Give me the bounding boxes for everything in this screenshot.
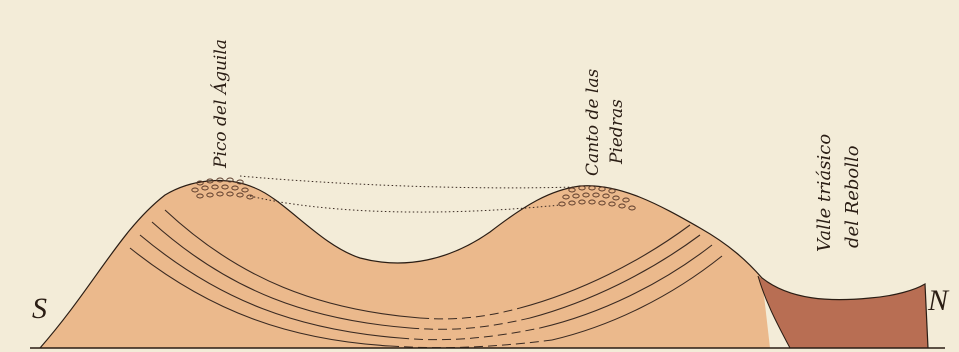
label-south: S xyxy=(32,292,47,325)
label-valle-line1: Valle triásico xyxy=(814,134,835,252)
label-canto-line1: Canto de las xyxy=(583,69,603,176)
label-valle-line2: del Rebollo xyxy=(842,145,863,248)
label-pico-del-aguila: Pico del Águila xyxy=(210,39,231,169)
label-north: N xyxy=(927,284,950,317)
label-canto-line2: Piedras xyxy=(607,99,627,165)
